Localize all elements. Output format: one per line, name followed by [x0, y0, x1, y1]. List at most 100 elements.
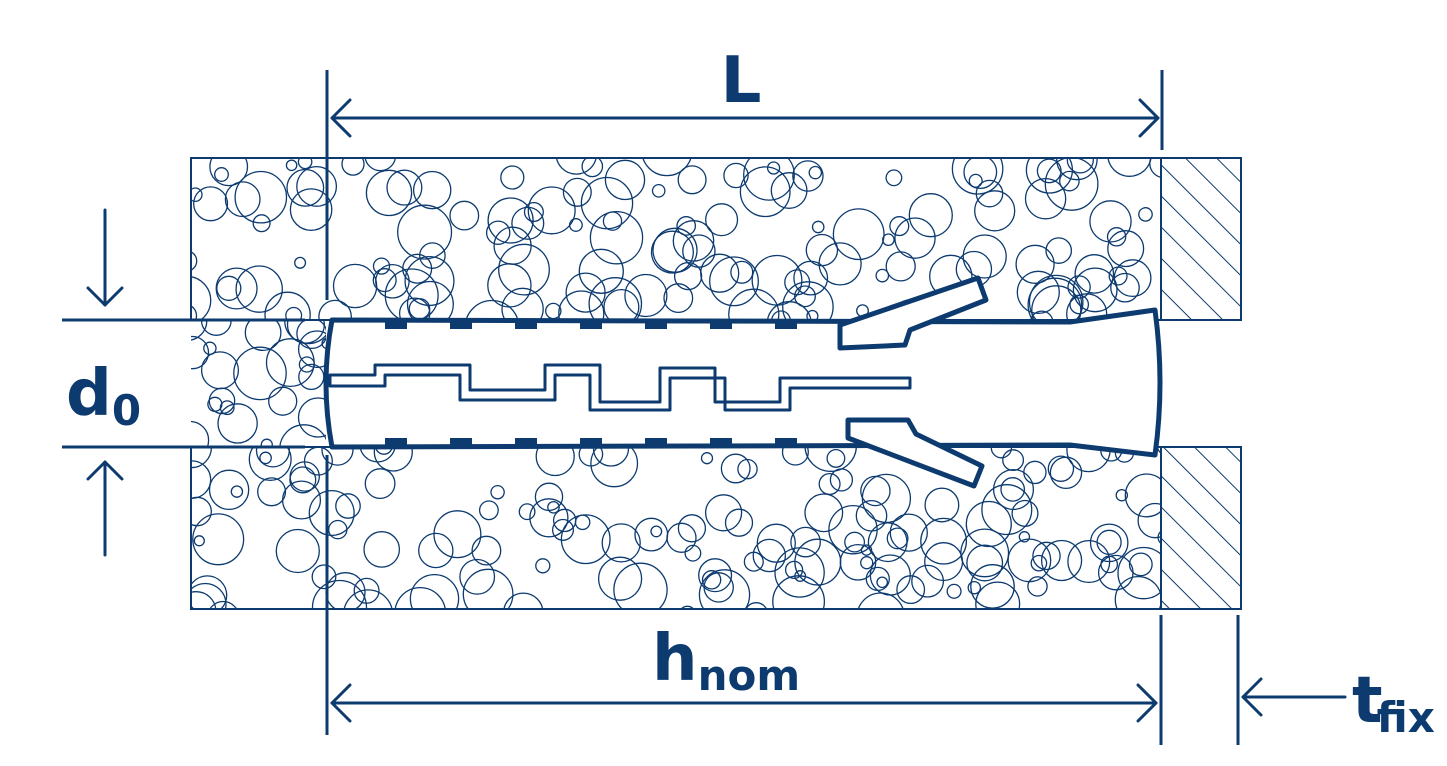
aggregate-grain — [1025, 158, 1074, 194]
aggregate-grain — [581, 158, 604, 178]
aggregate-grain — [578, 447, 604, 467]
aggregate-grain — [386, 169, 423, 206]
aggregate-grain — [604, 159, 646, 201]
plug-teeth-top — [385, 320, 797, 329]
aggregate-grain — [1069, 294, 1090, 315]
aggregate-grain — [1044, 158, 1099, 211]
aggregate-grain — [889, 216, 910, 237]
plug-barb-top — [837, 275, 989, 351]
aggregate-grain — [650, 230, 694, 274]
aggregate-grain — [771, 310, 791, 320]
aggregate-grain — [191, 251, 198, 271]
aggregate-texture-bottom — [191, 447, 1161, 609]
aggregate-grain — [677, 514, 707, 543]
aggregate-grain — [191, 582, 227, 609]
aggregate-grain — [551, 518, 575, 541]
aggregate-grain — [766, 161, 781, 175]
aggregate-grain — [965, 500, 1012, 548]
aggregate-grain — [1157, 530, 1161, 545]
label-length: L — [721, 44, 762, 118]
aggregate-grain — [490, 146, 500, 156]
aggregate-grain — [535, 558, 551, 574]
aggregate-grain — [602, 211, 623, 231]
aggregate-grain — [860, 556, 874, 570]
aggregate-grain — [518, 503, 536, 521]
aggregate-grain — [1018, 531, 1031, 543]
aggregate-grain — [365, 169, 413, 217]
aggregate-grain — [297, 330, 326, 369]
aggregate-grain — [1115, 488, 1129, 502]
label-embedment-depth-subscript: nom — [698, 651, 801, 700]
aggregate-grain — [485, 220, 511, 245]
aggregate-grain — [1015, 244, 1055, 284]
aggregate-grain — [233, 346, 287, 401]
aggregate-grain — [578, 248, 624, 294]
aggregate-grain — [462, 568, 514, 609]
aggregate-grain — [1047, 455, 1075, 482]
aggregate-grain — [790, 526, 821, 558]
aggregate-grain — [1030, 310, 1054, 320]
aggregate-grain — [730, 260, 754, 284]
aggregate-grain — [968, 173, 983, 188]
aggregate-grain — [804, 493, 844, 533]
aggregate-grain — [192, 513, 245, 566]
aggregate-grain — [208, 469, 250, 511]
aggregate-grain — [394, 586, 446, 609]
aggregate-grain — [478, 500, 499, 521]
aggregate-grain — [412, 170, 452, 210]
aggregate-grain — [294, 256, 307, 269]
aggregate-grain — [311, 579, 368, 609]
aggregate-grain — [230, 485, 244, 498]
aggregate-grain — [235, 265, 283, 313]
aggregate-grain — [601, 523, 641, 563]
aggregate-grain — [289, 188, 333, 231]
aggregate-grain — [698, 558, 733, 593]
aggregate-grain — [558, 290, 605, 320]
aggregate-grain — [1024, 177, 1067, 220]
wall-plug — [323, 275, 1163, 489]
aggregate-grain — [673, 261, 703, 291]
aggregate-grain — [560, 514, 611, 565]
aggregate-grain — [449, 200, 480, 231]
aggregate-grain — [1016, 270, 1060, 314]
aggregate-grain — [191, 591, 217, 609]
aggregate-grain — [811, 220, 825, 234]
aggregate-grain — [471, 535, 502, 566]
aggregate-grain — [234, 170, 288, 224]
aggregate-grain — [1066, 293, 1108, 320]
aggregate-grain — [1113, 259, 1152, 298]
concrete-block-top — [190, 146, 1162, 321]
aggregate-grain — [289, 466, 317, 494]
aggregate-grain — [720, 453, 751, 484]
aggregate-grain — [418, 532, 454, 569]
aggregate-grain — [498, 243, 550, 296]
aggregate-grain — [701, 570, 722, 590]
aggregate-grain — [209, 158, 249, 187]
aggregate-grain — [1107, 230, 1145, 268]
aggregate-grain — [680, 605, 695, 609]
aggregate-grain — [248, 447, 292, 481]
label-fixture-thickness-main: t — [1352, 664, 1383, 738]
aggregate-grain — [743, 158, 795, 201]
aggregate-grain — [191, 187, 203, 203]
aggregate-grain — [402, 253, 433, 284]
aggregate-grain — [265, 338, 315, 388]
aggregate-grain — [384, 268, 439, 320]
aggregate-grain — [256, 318, 267, 320]
aggregate-grain — [1067, 539, 1111, 584]
aggregate-grain — [806, 309, 819, 320]
aggregate-grain — [784, 560, 804, 580]
aggregate-grain — [552, 508, 577, 533]
aggregate-grain — [590, 447, 639, 488]
aggregate-grain — [1138, 207, 1153, 222]
dimension-hole-diameter — [86, 208, 124, 557]
aggregate-grain — [704, 494, 743, 532]
aggregate-grain — [700, 452, 714, 465]
aggregate-grain — [832, 208, 885, 261]
aggregate-grain — [908, 193, 953, 238]
aggregate-grain — [794, 538, 842, 586]
aggregate-grain — [275, 528, 320, 574]
aggregate-grain — [1117, 546, 1161, 600]
aggregate-texture-top — [191, 146, 1161, 320]
aggregate-grain — [568, 218, 583, 232]
